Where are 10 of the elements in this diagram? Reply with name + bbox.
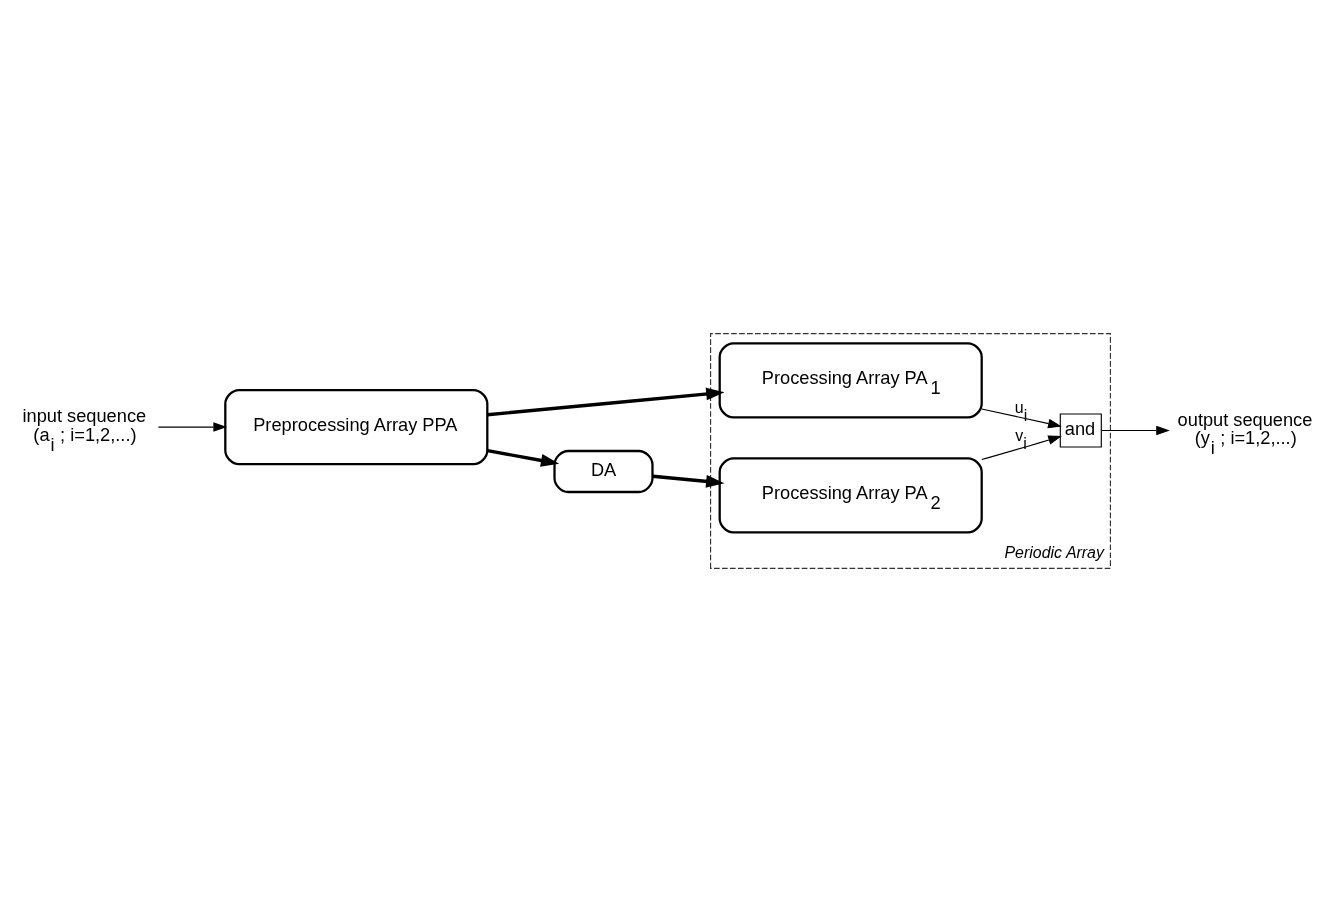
arrow: [1100, 425, 1170, 435]
arrow: [652, 474, 725, 488]
node-box: and: [1059, 412, 1102, 448]
arrow: [157, 421, 228, 432]
node-box: Preprocessing Array PPA: [224, 388, 489, 465]
arrow: [981, 407, 1062, 428]
node-box: DA: [553, 449, 654, 493]
arrow: [981, 434, 1062, 460]
arrow: [487, 448, 560, 467]
arrow: [487, 387, 725, 416]
